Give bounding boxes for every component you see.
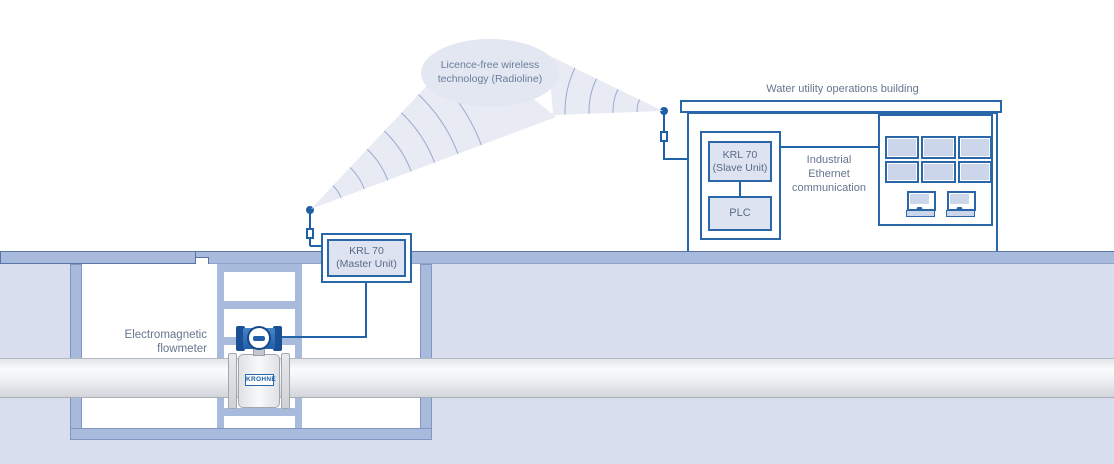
flowmeter-display-icon — [247, 326, 271, 350]
master-unit-box: KRL 70 (Master Unit) — [327, 239, 406, 277]
slave-plc-link — [739, 182, 741, 196]
ethernet-caption-line2: Ethernet — [808, 168, 850, 180]
pc-stand — [956, 207, 963, 210]
monitor-icon — [921, 136, 956, 159]
monitor-icon — [921, 160, 956, 183]
flowmeter-caption-line1: Electromagnetic — [124, 329, 207, 341]
slave-unit-label: KRL 70 (Slave Unit) — [713, 149, 768, 175]
ethernet-caption-line1: Industrial — [806, 154, 852, 166]
antenna-radio-module — [660, 131, 668, 142]
master-unit-label-line2: (Master Unit) — [336, 258, 397, 270]
pc-stand — [916, 207, 923, 210]
slave-unit-label-line1: KRL 70 — [722, 148, 758, 161]
monitor-icon — [885, 160, 920, 183]
cloud-bubble — [421, 39, 559, 107]
ladder-rung — [220, 264, 299, 272]
wireless-beam-right — [548, 55, 663, 115]
monitor-icon — [957, 160, 992, 183]
flowmeter-caption-line2: flowmeter — [157, 343, 207, 355]
pc-keyboard — [946, 210, 975, 217]
monitor-icon — [885, 136, 920, 159]
slave-unit-label-line2: (Slave Unit) — [712, 161, 768, 174]
signal-ripples-right — [564, 55, 663, 115]
pc-screen — [910, 194, 929, 204]
flowmeter-caption: Electromagnetic flowmeter — [90, 328, 207, 356]
ladder-rung — [220, 408, 299, 416]
antenna-icon — [306, 206, 314, 214]
flowmeter-flange-right — [281, 353, 290, 409]
desktop-computer-icon — [946, 191, 976, 217]
flowmeter-display-slot — [253, 335, 265, 341]
antenna-radio-module — [306, 228, 314, 239]
master-unit-label: KRL 70 (Master Unit) — [336, 245, 397, 271]
ethernet-caption: Industrial Ethernet communication — [779, 153, 879, 195]
pc-keyboard — [906, 210, 935, 217]
desktop-computer-icon — [906, 191, 936, 217]
master-unit-cable-horizontal — [281, 336, 367, 338]
antenna-lead-right — [663, 158, 702, 160]
ladder-rail-right — [295, 264, 302, 428]
plc-label: PLC — [729, 207, 751, 219]
ethernet-caption-line3: communication — [792, 182, 866, 194]
monitor-icon — [957, 136, 992, 159]
brand-badge: KROHNE — [245, 374, 276, 386]
ladder-rung — [220, 301, 299, 309]
water-pipe — [0, 358, 1114, 398]
building-title: Water utility operations building — [766, 83, 919, 95]
vault-hatch-notch — [195, 257, 209, 265]
flowmeter-flange-left — [228, 353, 237, 409]
plc-box: PLC — [708, 196, 772, 231]
vault-wall-bottom — [70, 428, 432, 440]
flowmeter-converter-cap-right — [273, 326, 282, 351]
master-unit-cable-vertical — [365, 283, 367, 338]
ground-surface-band — [0, 251, 1114, 264]
pc-screen — [950, 194, 969, 204]
antenna-icon — [660, 107, 668, 115]
cloud-caption-line1: Licence-free wireless — [440, 59, 540, 71]
ethernet-link-line — [781, 146, 878, 148]
master-unit-label-line1: KRL 70 — [349, 245, 384, 257]
cloud-caption-line2: technology (Radioline) — [437, 73, 543, 85]
antenna-lead-left — [310, 245, 321, 247]
video-wall — [885, 136, 992, 183]
building-roof — [680, 100, 1002, 113]
slave-unit-box: KRL 70 (Slave Unit) — [708, 141, 772, 182]
master-unit-outer-box: KRL 70 (Master Unit) — [321, 233, 412, 283]
cloud-caption: Licence-free wireless technology (Radiol… — [410, 58, 570, 86]
flowmeter-converter-cap-left — [236, 326, 245, 351]
ladder-rail-left — [217, 264, 224, 428]
